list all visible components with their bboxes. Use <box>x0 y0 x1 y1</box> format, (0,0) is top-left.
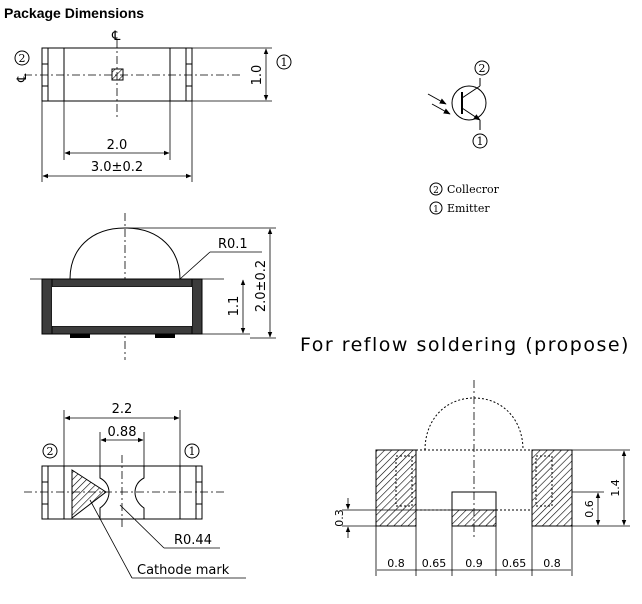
reflow-dim-left-height: 0.3 <box>333 509 346 527</box>
symbol-pin-2: 2 <box>479 62 486 75</box>
bottom-pin-1-label: 1 <box>189 445 196 458</box>
bottom-view: 2 1 2.2 0.88 R0.44 Cathode mark <box>24 402 246 579</box>
centerline-mark-top: ℄ <box>111 29 121 44</box>
dim-body-height: 1.1 <box>227 296 242 317</box>
dim-outer: 2.2 <box>112 402 133 417</box>
reflow-dim-3: 0.65 <box>502 557 527 570</box>
dim-height: 1.0 <box>250 65 265 86</box>
legend-num-2: 1 <box>433 205 439 215</box>
light-arrow-2 <box>431 103 451 115</box>
dim-width-outer: 3.0±0.2 <box>91 160 143 175</box>
legend-emitter: Emitter <box>447 202 490 215</box>
legend-collector: Collecror <box>447 183 500 196</box>
pin-2-label: 2 <box>19 52 26 65</box>
pin-1-circle <box>276 54 292 70</box>
pin-2-circle <box>14 50 30 66</box>
side-view: R0.1 1.1 2.0±0.2 <box>30 213 276 360</box>
transistor-circle <box>451 85 487 121</box>
chip-die <box>111 68 124 81</box>
legend-num-1: 2 <box>433 186 439 196</box>
reflow-dim-4: 0.8 <box>543 557 561 570</box>
cathode-triangle <box>71 469 107 520</box>
reflow-title: For reflow soldering (propose) <box>300 334 630 356</box>
pad-window <box>99 465 145 520</box>
reflow-dim-2: 0.9 <box>465 557 483 570</box>
reflow-dim-0: 0.8 <box>387 557 405 570</box>
cathode-mark-label: Cathode mark <box>137 563 230 578</box>
reflow-dim-1: 0.65 <box>422 557 447 570</box>
reflow-dim-pad-height: 0.6 <box>583 500 596 518</box>
reflow-dim-height-total: 1.4 <box>609 479 622 497</box>
phototransistor-symbol: 2 1 2 Collecror 1 Emitter <box>427 60 500 215</box>
light-arrow-1 <box>427 93 447 105</box>
dim-radius-r044: R0.44 <box>174 533 212 548</box>
reflow-footprint: 1.4 0.6 0.3 0.8 0.65 0.9 0.65 0.8 <box>333 380 630 576</box>
symbol-pin-1: 1 <box>477 135 484 148</box>
dome-outline-dotted <box>424 397 524 451</box>
centerline-mark-left: ℄ <box>15 73 30 83</box>
bottom-pin-2-label: 2 <box>47 445 54 458</box>
pin-1-label: 1 <box>281 56 288 69</box>
dim-inner: 0.88 <box>108 425 137 440</box>
dim-total-height: 2.0±0.2 <box>254 260 269 312</box>
top-view: ℄ ℄ 2 1 2.0 3.0±0.2 1.0 <box>14 29 292 182</box>
dim-radius-r01: R0.1 <box>218 237 248 252</box>
dim-width-inner: 2.0 <box>107 138 128 153</box>
page-title: Package Dimensions <box>4 5 144 21</box>
pad-center <box>451 509 497 527</box>
